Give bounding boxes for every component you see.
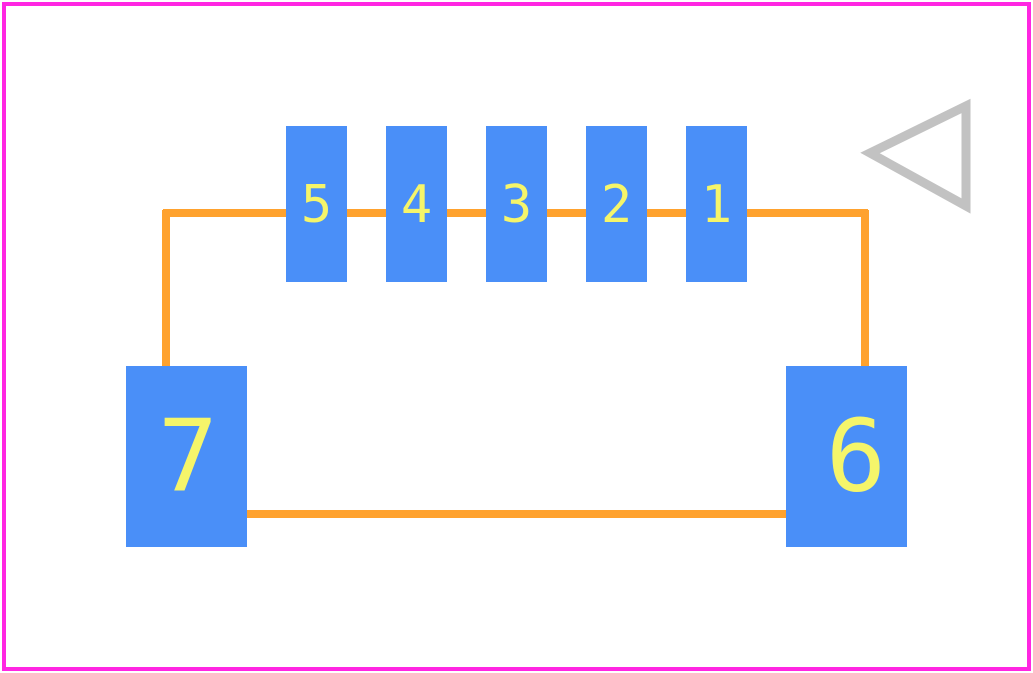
pad-1[interactable]: 1 (686, 126, 747, 282)
pad-2-label: 2 (601, 175, 632, 235)
pad-6-body (786, 366, 907, 547)
pad-4-label: 4 (401, 175, 432, 235)
pad-2-body (586, 126, 647, 282)
pad-1-body (686, 126, 747, 282)
pad-7[interactable]: 7 (126, 366, 247, 547)
pad-4-body (386, 126, 447, 282)
pad-2[interactable]: 2 (586, 126, 647, 282)
pad-3[interactable]: 3 (486, 126, 547, 282)
pad-4[interactable]: 4 (386, 126, 447, 282)
pad-3-body (486, 126, 547, 282)
pad-6[interactable]: 6 (786, 366, 907, 547)
pad-1-label: 1 (701, 175, 732, 235)
pad-5-label: 5 (301, 175, 332, 235)
pad-5[interactable]: 5 (286, 126, 347, 282)
pad-7-label: 7 (158, 398, 218, 515)
pad-7-body (126, 366, 247, 547)
pad-5-body (286, 126, 347, 282)
pad-3-label: 3 (501, 175, 532, 235)
pad-6-label: 6 (826, 398, 886, 515)
triangle-left-icon (860, 98, 971, 214)
